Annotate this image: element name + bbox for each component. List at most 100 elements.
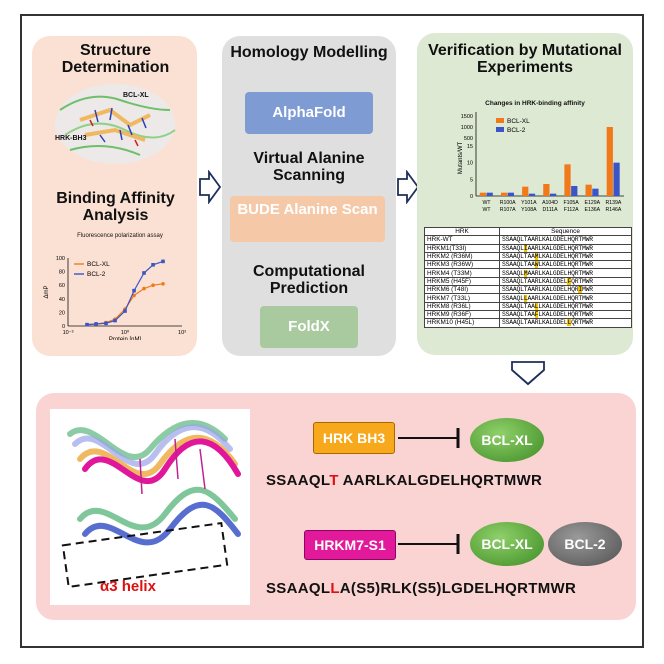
table-row: HRKM10 (H45L)SSAAQLTAARLKALGDELLQRTMWR (424, 318, 632, 328)
mutant-name: HRKM1(T33I) (424, 243, 500, 253)
foldx-button[interactable]: FoldX (260, 306, 358, 348)
helix-structure-image (61, 420, 241, 589)
bar (507, 192, 514, 196)
hrkm7-s1-tag: HRKM7-S1 (304, 530, 396, 560)
bar-legend-label: BCL-2 (507, 127, 526, 134)
bar-category-label: E129A (584, 200, 600, 206)
affinity-bar-chart: 05101550010001500Mutants/WTWTWTR100AR107… (458, 112, 624, 213)
seq-mutation-highlight: L (523, 294, 528, 302)
mutant-sequence: SSAAQLTAAFLKALGDELHQRTMWR (499, 309, 632, 320)
mutant-sequence: SSAAQLTAARLKALGDELHQRTMWR (499, 235, 632, 245)
mutant-name: HRKM10 (H45L) (424, 318, 500, 328)
fp-point (142, 271, 146, 275)
fp-x-label: Protein [nM] (109, 337, 142, 340)
mutant-name: HRKM9 (R36F) (424, 309, 500, 320)
bar-y-tick: 15 (467, 144, 473, 150)
bar-category-label: D111A (542, 207, 558, 213)
bar (571, 186, 578, 196)
bar-category-label: R100A (500, 200, 516, 206)
table-row: HRKM3 (R36W)SSAAQLTAAWLKALGDELHQRTMWR (424, 260, 632, 270)
seq1-prefix: SSAAQL (266, 472, 330, 489)
inhibition-arrow-1-icon (398, 428, 460, 448)
fp-chart-title: Fluorescence polarization assay (77, 233, 163, 239)
bar (606, 127, 613, 196)
bar-chart-title: Changes in HRK-binding affinity (485, 100, 585, 107)
seq-part: LKALGDELHQRTMWR (538, 311, 593, 319)
bar-legend-swatch (496, 127, 504, 132)
bar (613, 162, 620, 196)
bar-category-label: R139A (605, 200, 621, 206)
fp-point (151, 283, 155, 287)
homology-title: Homology Modelling (230, 44, 388, 61)
bar (522, 186, 529, 196)
seq-mutation-highlight: I (578, 286, 582, 294)
bar-y-tick: 1000 (461, 125, 473, 131)
structure-title: Structure Determination (61, 42, 170, 77)
fp-y-tick: 0 (62, 324, 65, 330)
fp-point (161, 282, 165, 286)
mutant-sequence: SSAAQLIAARLKALGDELHQRTMWR (499, 243, 632, 253)
hrkm7-sequence: SSAAQLLA(S5)RLK(S5)LGDELHQRTMWR (266, 580, 576, 597)
bar-category-label: WT (483, 207, 492, 213)
table-row: HRKM5 (H45F)SSAAQLTAARLKALGDELFQRTMWR (424, 276, 632, 287)
bcl2-target: BCL-2 (548, 522, 622, 566)
seq2-mutation: L (330, 580, 340, 597)
fp-x-tick: 10³ (178, 330, 186, 336)
bar-y-tick: 5 (470, 177, 473, 183)
bar (550, 193, 557, 196)
fp-point (132, 293, 136, 298)
table-header-row: HRK Sequence (424, 226, 632, 237)
bar-y-tick: 500 (464, 136, 473, 142)
fp-y-tick: 80 (59, 270, 65, 276)
seq1-suffix: AARLKALGDELHQRTMWR (338, 472, 543, 489)
fp-legend-label: BCL-2 (87, 271, 106, 278)
seq-part: SSAAQL (502, 269, 524, 277)
table-row: HRKM9 (R36F)SSAAQLTAAFLKALGDELHQRTMWR (424, 309, 632, 320)
bar-y-label: Mutants/WT (458, 141, 464, 174)
mutant-name: HRKM3 (R36W) (424, 260, 500, 270)
seq2-prefix: SSAAQL (266, 580, 331, 597)
mutant-sequence: SSAAQLMAARLKALGDELHQRTMWR (499, 268, 632, 278)
seq-part: SSAAQL (502, 244, 524, 252)
struct-label-hrk: HRK-BH3 (55, 135, 87, 142)
bar-category-label: E136A (584, 207, 600, 213)
table-row: HRKM2 (R36M)SSAAQLTAAMLKALGDELHQRTMWR (424, 251, 632, 262)
bar-category-label: F112A (564, 207, 579, 213)
bar-category-label: Y101A (521, 200, 537, 206)
bclxl-target-1: BCL-XL (470, 418, 544, 462)
mutant-sequence: SSAAQLTAAWLKALGDELHQRTMWR (499, 260, 632, 270)
mutant-name: HRKM4 (T33M) (424, 268, 500, 278)
seq-part: MWR (581, 286, 593, 294)
bar (528, 193, 536, 196)
fp-point (161, 259, 165, 264)
mutant-sequence: SSAAQLTAARLKALGDELLQRTMWR (499, 318, 632, 328)
bar-legend-swatch (496, 118, 504, 123)
seq-part: LKALGDELHQRTMWR (538, 253, 593, 261)
seq-part: SSAAQLTAARLKALGDEL (502, 319, 568, 327)
seq-part: SSAAQLTAARLKALGDELHQR (502, 286, 579, 294)
bar-category-label: WT (483, 200, 492, 206)
seq-part: QRTMWR (571, 319, 593, 327)
struct-label-bclxl: BCL-XL (123, 92, 149, 99)
bar (486, 192, 493, 196)
fp-point (113, 318, 117, 323)
fp-point (85, 322, 89, 327)
bar (585, 184, 592, 196)
bude-alanine-scan-button[interactable]: BUDE Alanine Scan (230, 196, 385, 242)
seq-part: AARLKALGDELHQRTMWR (527, 244, 593, 252)
table-row: HRKM1(T33I)SSAAQLIAARLKALGDELHQRTMWR (424, 243, 632, 253)
mutant-name: HRKM6 (T48I) (424, 285, 500, 295)
seq-part: SSAAQLTAA (502, 261, 535, 269)
table-row: HRKM4 (T33M)SSAAQLMAARLKALGDELHQRTMWR (424, 268, 632, 278)
fp-x-tick: 10⁰ (121, 329, 130, 336)
seq-mutation-highlight: L (567, 319, 572, 327)
alanine-scanning-title: Virtual Alanine Scanning (253, 150, 365, 185)
fp-y-tick: 60 (59, 283, 65, 289)
alphafold-button[interactable]: AlphaFold (245, 92, 373, 134)
table-header-hrk: HRK (424, 226, 500, 237)
mutant-name: HRK-WT (424, 235, 500, 245)
bar (479, 192, 487, 196)
fp-y-tick: 100 (56, 256, 65, 262)
seq-part: SSAAQLTAARLKALGDELHQRTMWR (502, 236, 593, 244)
